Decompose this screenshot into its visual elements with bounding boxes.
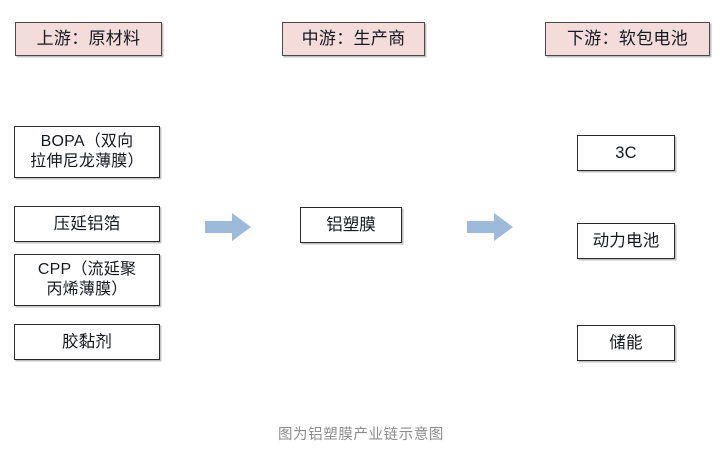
header-midstream: 中游：生产商 — [282, 22, 425, 56]
upstream-item-aluminum-foil: 压延铝箔 — [14, 206, 160, 242]
arrow-upstream-to-midstream — [205, 213, 251, 241]
header-upstream: 上游：原材料 — [15, 22, 162, 56]
upstream-item-adhesive: 胶黏剂 — [14, 324, 160, 360]
midstream-item-aluminum-plastic-film: 铝塑膜 — [300, 207, 402, 243]
downstream-item-energy-storage: 储能 — [577, 325, 675, 361]
diagram-caption: 图为铝塑膜产业链示意图 — [277, 427, 445, 443]
header-downstream: 下游：软包电池 — [545, 22, 710, 56]
downstream-item-power-battery: 动力电池 — [577, 223, 675, 259]
upstream-item-bopa: BOPA（双向 拉伸尼龙薄膜） — [14, 126, 160, 178]
downstream-item-3c: 3C — [577, 135, 675, 171]
upstream-item-cpp: CPP（流延聚 丙烯薄膜） — [14, 254, 160, 306]
arrow-midstream-to-downstream — [467, 213, 513, 241]
